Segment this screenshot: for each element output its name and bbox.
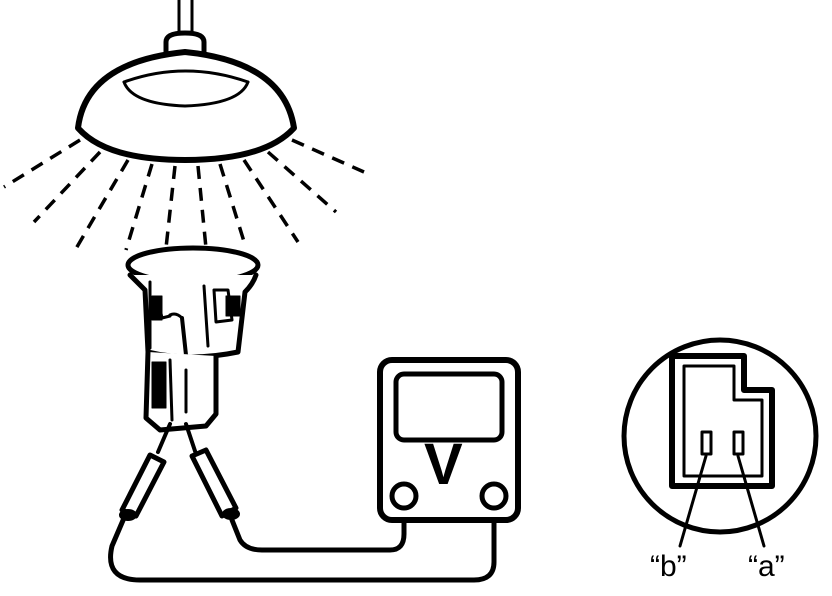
terminal-b-label: “b” bbox=[650, 550, 687, 583]
probe-right bbox=[189, 447, 240, 520]
test-leads bbox=[108, 507, 497, 583]
voltmeter-icon bbox=[377, 357, 521, 523]
connector-terminal-icon bbox=[621, 337, 819, 548]
meter-symbol: V bbox=[424, 432, 463, 497]
light-rays bbox=[3, 138, 365, 253]
light-sensor-icon bbox=[125, 245, 261, 456]
probe-left bbox=[119, 452, 167, 521]
terminal-a-label: “a” bbox=[748, 550, 785, 583]
ceiling-lamp-icon bbox=[75, 0, 297, 163]
